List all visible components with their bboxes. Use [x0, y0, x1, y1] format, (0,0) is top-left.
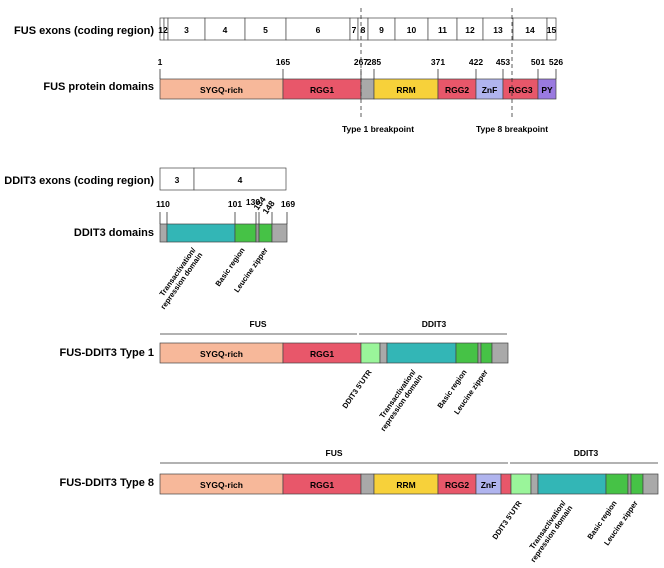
fus-domain-py: [537, 78, 557, 100]
ddit3-domain-basic: [234, 223, 257, 243]
ddit3-pos-169: 169: [281, 199, 295, 209]
fus-exon-label-9: 9: [379, 25, 384, 35]
ddit3-exon-4: [193, 167, 287, 191]
type8-breakpoint-label: Type 8 breakpoint: [476, 124, 548, 134]
fus-exon-label-13: 13: [493, 25, 503, 35]
type8-fus-header: FUS: [326, 448, 343, 458]
type8-label-sygq: SYGQ-rich: [200, 480, 243, 490]
ddit3-pos-101: 101: [228, 199, 242, 209]
fus-domain-label-znf: ZnF: [482, 85, 498, 95]
ddit3-pos-1-10: 110: [156, 199, 170, 209]
ddit3-domain-n-term: [159, 223, 168, 243]
ddit3-exons-label: DDIT3 exons (coding region): [4, 175, 154, 187]
type1-fus-header: FUS: [250, 319, 267, 329]
fus-pos-526: 526: [549, 57, 563, 67]
fus-pos-1: 1: [158, 57, 163, 67]
fus-pos-285: 285: [367, 57, 381, 67]
ddit3-pos-130: 130: [246, 197, 260, 207]
fus-exon-label-5: 5: [263, 25, 268, 35]
fus-exon-label-14: 14: [525, 25, 535, 35]
type1-c-term: [491, 342, 509, 364]
fus-domain-label-rgg2: RGG2: [445, 85, 469, 95]
fus-exon-label-8: 8: [361, 25, 366, 35]
ddit3-domain-transactivation: [166, 223, 236, 243]
fus-exon-label-12: 12: [465, 25, 475, 35]
type1-leucine: [480, 342, 493, 364]
type8-label-rgg2: RGG2: [445, 480, 469, 490]
type8-linker: [360, 473, 375, 495]
ddit3-exon-label-4: 4: [238, 175, 243, 185]
type8-label-znf: ZnF: [481, 480, 497, 490]
type8-rgg3: [500, 473, 512, 495]
fus-exon-label-3: 3: [184, 25, 189, 35]
fus-domains-label: FUS protein domains: [43, 81, 154, 93]
type8-n-term: [530, 473, 539, 495]
fus-exons-label: FUS exons (coding region): [14, 25, 154, 37]
type8-annot-utr: DDIT3 5'UTR: [490, 499, 524, 542]
fus-exon-label-1-2: 12: [158, 25, 168, 35]
fus-pos-422: 422: [469, 57, 483, 67]
type1-breakpoint-label: Type 1 breakpoint: [342, 124, 414, 134]
type1-annot-transactivation: Transactivation/repression domain: [372, 367, 425, 433]
fus-exon-label-6: 6: [316, 25, 321, 35]
fus-pos-371: 371: [431, 57, 445, 67]
type8-gap: [627, 473, 632, 495]
fus-domain-linker-1: [360, 78, 375, 100]
ddit3-annot-transactivation: Transactivation/repression domain: [152, 245, 205, 311]
fus-exon-label-7: 7: [352, 25, 357, 35]
fus-exon-label-15: 15: [547, 25, 557, 35]
fus-domain-label-rgg1: RGG1: [310, 85, 334, 95]
type8-ddit3-header: DDIT3: [574, 448, 599, 458]
type8-label-rgg1: RGG1: [310, 480, 334, 490]
fus-pos-453: 453: [496, 57, 510, 67]
fus-pos-165: 165: [276, 57, 290, 67]
type1-utr: [360, 342, 381, 364]
type8-utr: [510, 473, 532, 495]
fusion-type8-label: FUS-DDIT3 Type 8: [59, 477, 154, 489]
ddit3-domain-gap: [255, 223, 260, 243]
type8-c-term: [642, 473, 659, 495]
fus-domain-label-rrm: RRM: [396, 85, 415, 95]
fus-exon-15: [546, 17, 557, 41]
ddit3-domains-label: DDIT3 domains: [74, 227, 154, 239]
type8-leucine: [630, 473, 644, 495]
type1-gap: [477, 342, 482, 364]
fus-pos-501: 501: [531, 57, 545, 67]
fus-exon-label-10: 10: [407, 25, 417, 35]
fus-domain-label-rgg3: RGG3: [508, 85, 532, 95]
type1-transactivation: [386, 342, 457, 364]
fus-pos-267: 267: [354, 57, 368, 67]
type1-n-term: [379, 342, 388, 364]
type1-annot-utr: DDIT3 5'UTR: [340, 368, 374, 411]
type1-basic: [455, 342, 479, 364]
ddit3-exon-label-3: 3: [175, 175, 180, 185]
type8-basic: [605, 473, 629, 495]
ddit3-domain-leucine: [258, 223, 273, 243]
fusion-type1-label: FUS-DDIT3 Type 1: [59, 347, 154, 359]
type8-label-rrm: RRM: [396, 480, 415, 490]
fus-exon-label-4: 4: [223, 25, 228, 35]
fus-domain-label-py: PY: [541, 85, 553, 95]
type8-annot-transactivation: Transactivation/repression domain: [522, 498, 575, 564]
ddit3-domain-c-term: [271, 223, 288, 243]
fus-domain-label-sygq: SYGQ-rich: [200, 85, 243, 95]
type1-label-sygq: SYGQ-rich: [200, 349, 243, 359]
type1-label-rgg1: RGG1: [310, 349, 334, 359]
fus-exon-label-11: 11: [438, 25, 447, 35]
type8-transactivation: [537, 473, 607, 495]
type1-ddit3-header: DDIT3: [422, 319, 447, 329]
